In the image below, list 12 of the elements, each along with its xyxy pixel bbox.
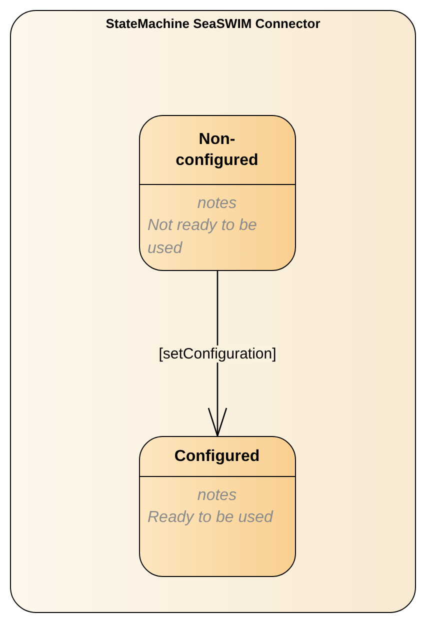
state-machine-title: StateMachine SeaSWIM Connector [104,16,322,31]
transition-arrow [208,271,228,437]
edge-label: [setConfiguration] [156,345,278,362]
state-name: Non-configured [174,130,260,170]
state-machine-frame [10,10,416,613]
state-name: Configured [173,446,261,466]
state-box [138,114,296,270]
state-note: Not ready to be used [146,216,258,258]
state-box [138,436,296,576]
state-note: Ready to be used [146,508,274,528]
notes-heading: notes [196,486,238,506]
notes-heading: notes [196,194,238,214]
